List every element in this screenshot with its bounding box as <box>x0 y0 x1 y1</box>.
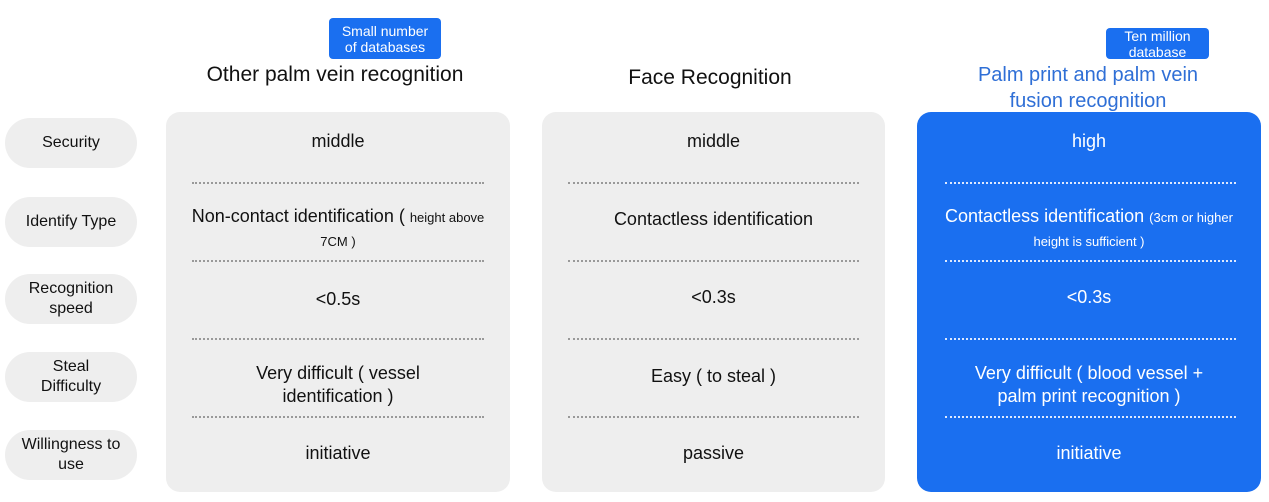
cell-identify-type: Non-contact identification ( height abov… <box>191 206 485 249</box>
cell-security: high <box>1071 130 1107 151</box>
cell-steal-difficulty: Easy ( to steal ) <box>650 365 777 386</box>
divider <box>192 338 484 340</box>
row-label-willingness: Willingness to use <box>5 430 137 480</box>
divider <box>945 338 1236 340</box>
cell-willingness: passive <box>682 442 745 463</box>
cell-recognition-speed: <0.5s <box>315 288 361 309</box>
row-label-identify-type: Identify Type <box>5 197 137 247</box>
row-label-security: Security <box>5 118 137 168</box>
badge-ten-million: Ten million database <box>1106 28 1209 60</box>
column-title-palm-vein: Other palm vein recognition <box>206 63 464 86</box>
cell-security: middle <box>686 130 741 151</box>
divider <box>568 182 859 184</box>
divider <box>945 416 1236 418</box>
badge-small-databases: Small number of databases <box>329 18 441 59</box>
divider <box>568 260 859 262</box>
panel-face: middle Contactless identification <0.3s … <box>542 112 885 492</box>
column-title-face: Face Recognition <box>628 66 792 89</box>
row-label-steal-difficulty: Steal Difficulty <box>5 352 137 402</box>
divider <box>568 338 859 340</box>
cell-willingness: initiative <box>1056 442 1122 463</box>
cell-steal-difficulty: Very difficult ( vessel identification ) <box>256 363 420 406</box>
column-title-fusion: Palm print and palm vein fusion recognit… <box>977 64 1199 112</box>
divider <box>945 260 1236 262</box>
cell-steal-difficulty: Very difficult ( blood vessel + palm pri… <box>974 363 1204 406</box>
cell-identify-type: Contactless identification <box>613 208 814 229</box>
panel-fusion: high Contactless identification (3cm or … <box>917 112 1261 492</box>
row-label-recognition-speed: Recognition speed <box>5 274 137 324</box>
panel-palm-vein: middle Non-contact identification ( heig… <box>166 112 510 492</box>
divider <box>568 416 859 418</box>
divider <box>192 182 484 184</box>
divider <box>192 260 484 262</box>
divider <box>945 182 1236 184</box>
cell-recognition-speed: <0.3s <box>691 286 736 307</box>
cell-identify-type: Contactless identification (3cm or highe… <box>945 206 1233 249</box>
cell-willingness: initiative <box>305 442 371 463</box>
cell-recognition-speed: <0.3s <box>1066 286 1112 307</box>
divider <box>192 416 484 418</box>
cell-security: middle <box>311 130 365 151</box>
